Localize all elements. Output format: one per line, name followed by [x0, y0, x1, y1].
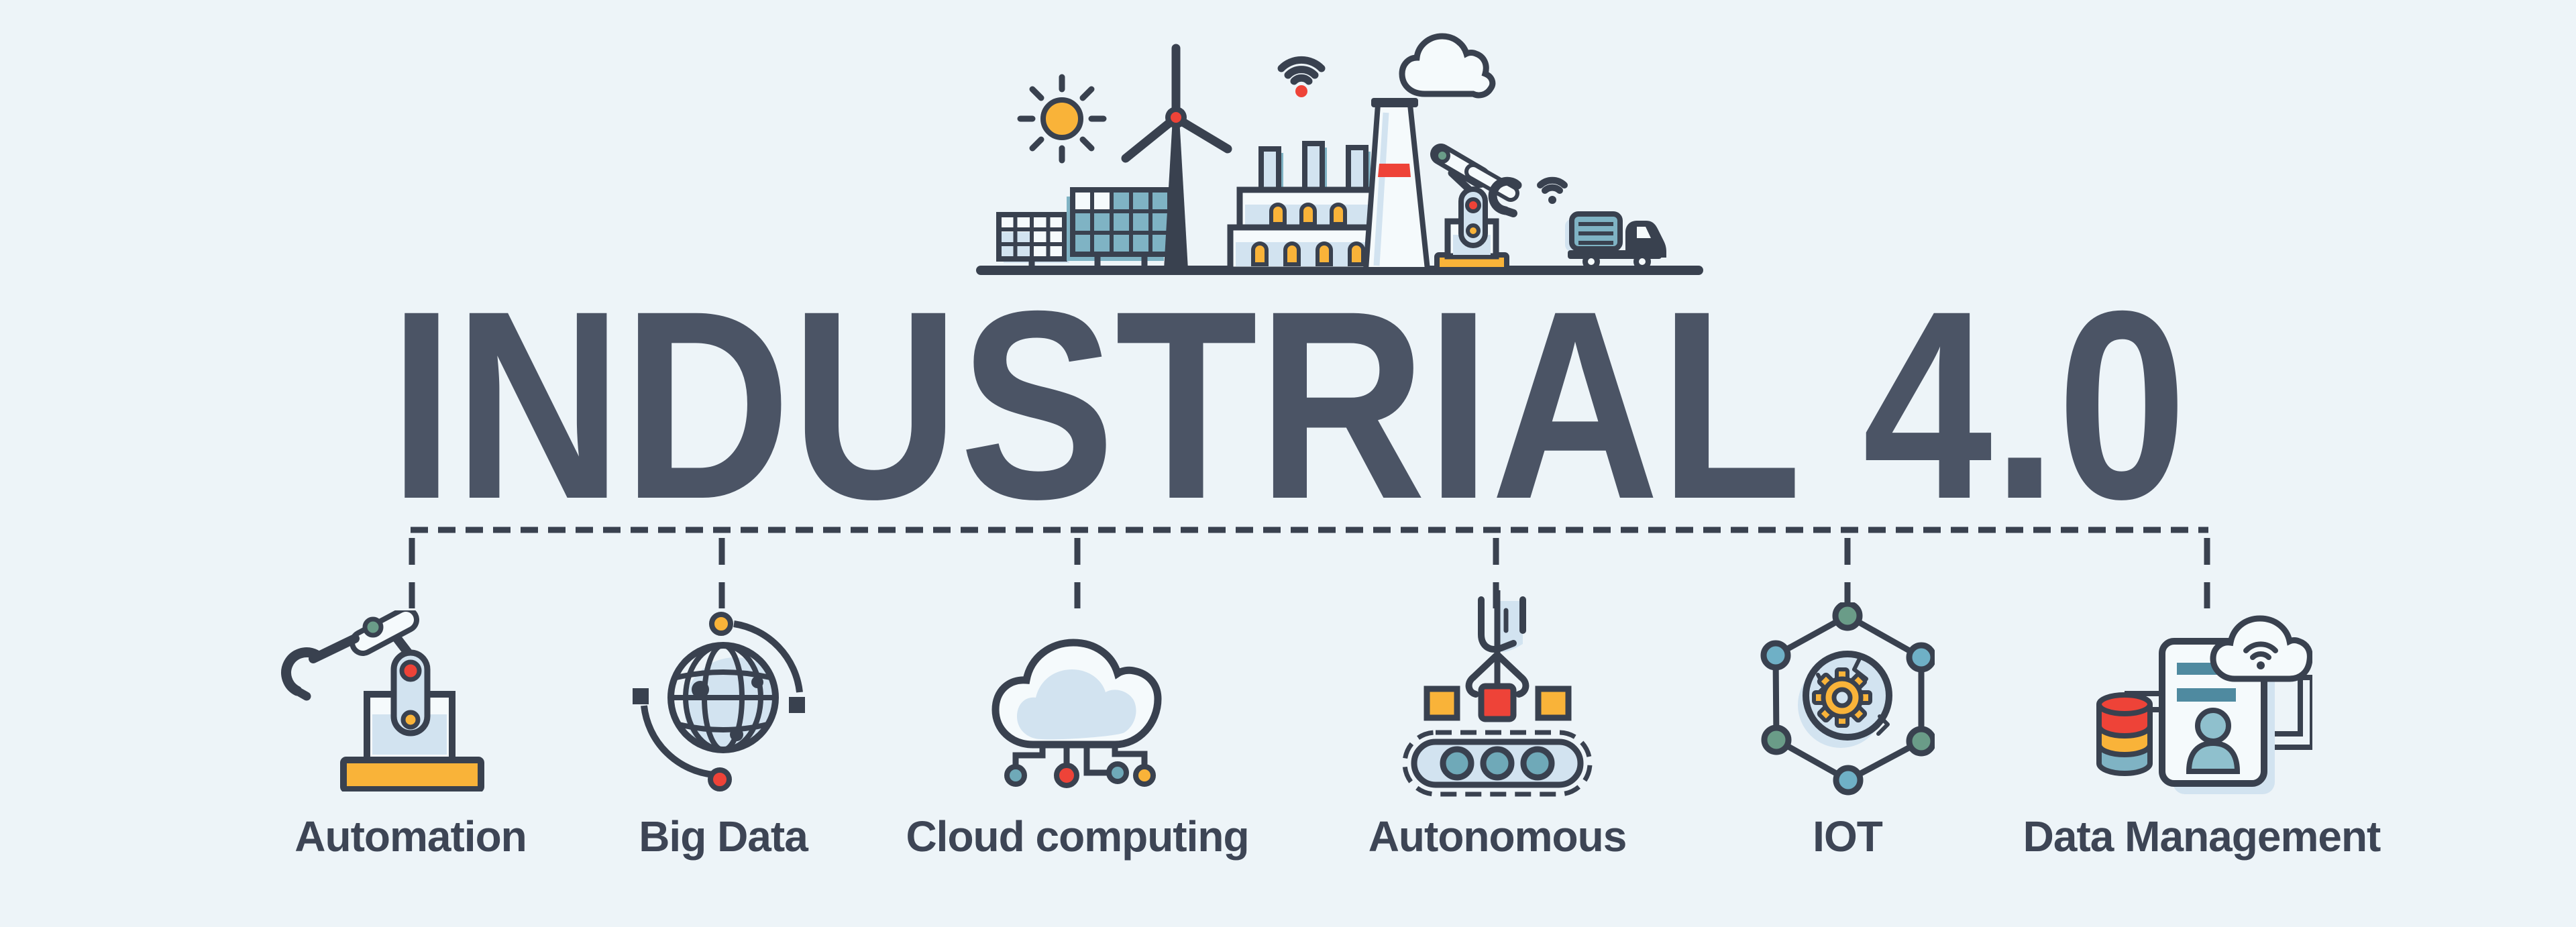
item-label-big-data: Big Data [639, 812, 808, 861]
sun [1017, 74, 1107, 164]
cloud-network-icon [991, 639, 1162, 788]
database-icon [2096, 692, 2153, 776]
delivery-truck [1565, 211, 1666, 270]
item-iot: IOT [1640, 590, 2055, 899]
database-id-cloud-icon [2096, 615, 2312, 794]
factory-windows-upper [1269, 203, 1347, 226]
factory-building [1227, 141, 1395, 273]
factory-scene-illustration [976, 33, 1703, 275]
wifi-signal-icon [1277, 56, 1326, 97]
item-label-data-management: Data Management [2023, 812, 2381, 861]
solar-panel-small [996, 212, 1069, 270]
page-title: INDUSTRIAL 4.0 [389, 288, 2187, 516]
wind-turbine [1121, 44, 1232, 270]
item-autonomous: Autonomous [1289, 590, 1705, 899]
hexagon-gear-icon [1760, 602, 1935, 796]
item-label-autonomous: Autonomous [1368, 812, 1627, 861]
robot-arm [1430, 144, 1522, 272]
gear-icon [1812, 667, 1872, 728]
conveyor-gripper-icon [1402, 590, 1593, 797]
smokestack [1362, 98, 1431, 272]
title-block: INDUSTRIAL 4.0 [389, 288, 2187, 516]
solar-panel-large [1067, 187, 1173, 270]
item-label-cloud-computing: Cloud computing [906, 812, 1249, 861]
item-automation: Automation [203, 590, 619, 899]
wifi-signal-small-icon [1537, 176, 1568, 204]
smoke-cloud [1399, 33, 1496, 99]
item-data-management: Data Management [1994, 590, 2410, 899]
item-big-data: Big Data [515, 590, 931, 899]
item-cloud-computing: Cloud computing [869, 590, 1285, 899]
robot-arm-icon [281, 610, 484, 792]
item-label-iot: IOT [1813, 812, 1883, 861]
factory-windows-lower [1251, 241, 1365, 266]
cloud-wifi-icon [2210, 615, 2312, 682]
globe-network-icon [633, 612, 805, 792]
item-label-automation: Automation [294, 812, 527, 861]
